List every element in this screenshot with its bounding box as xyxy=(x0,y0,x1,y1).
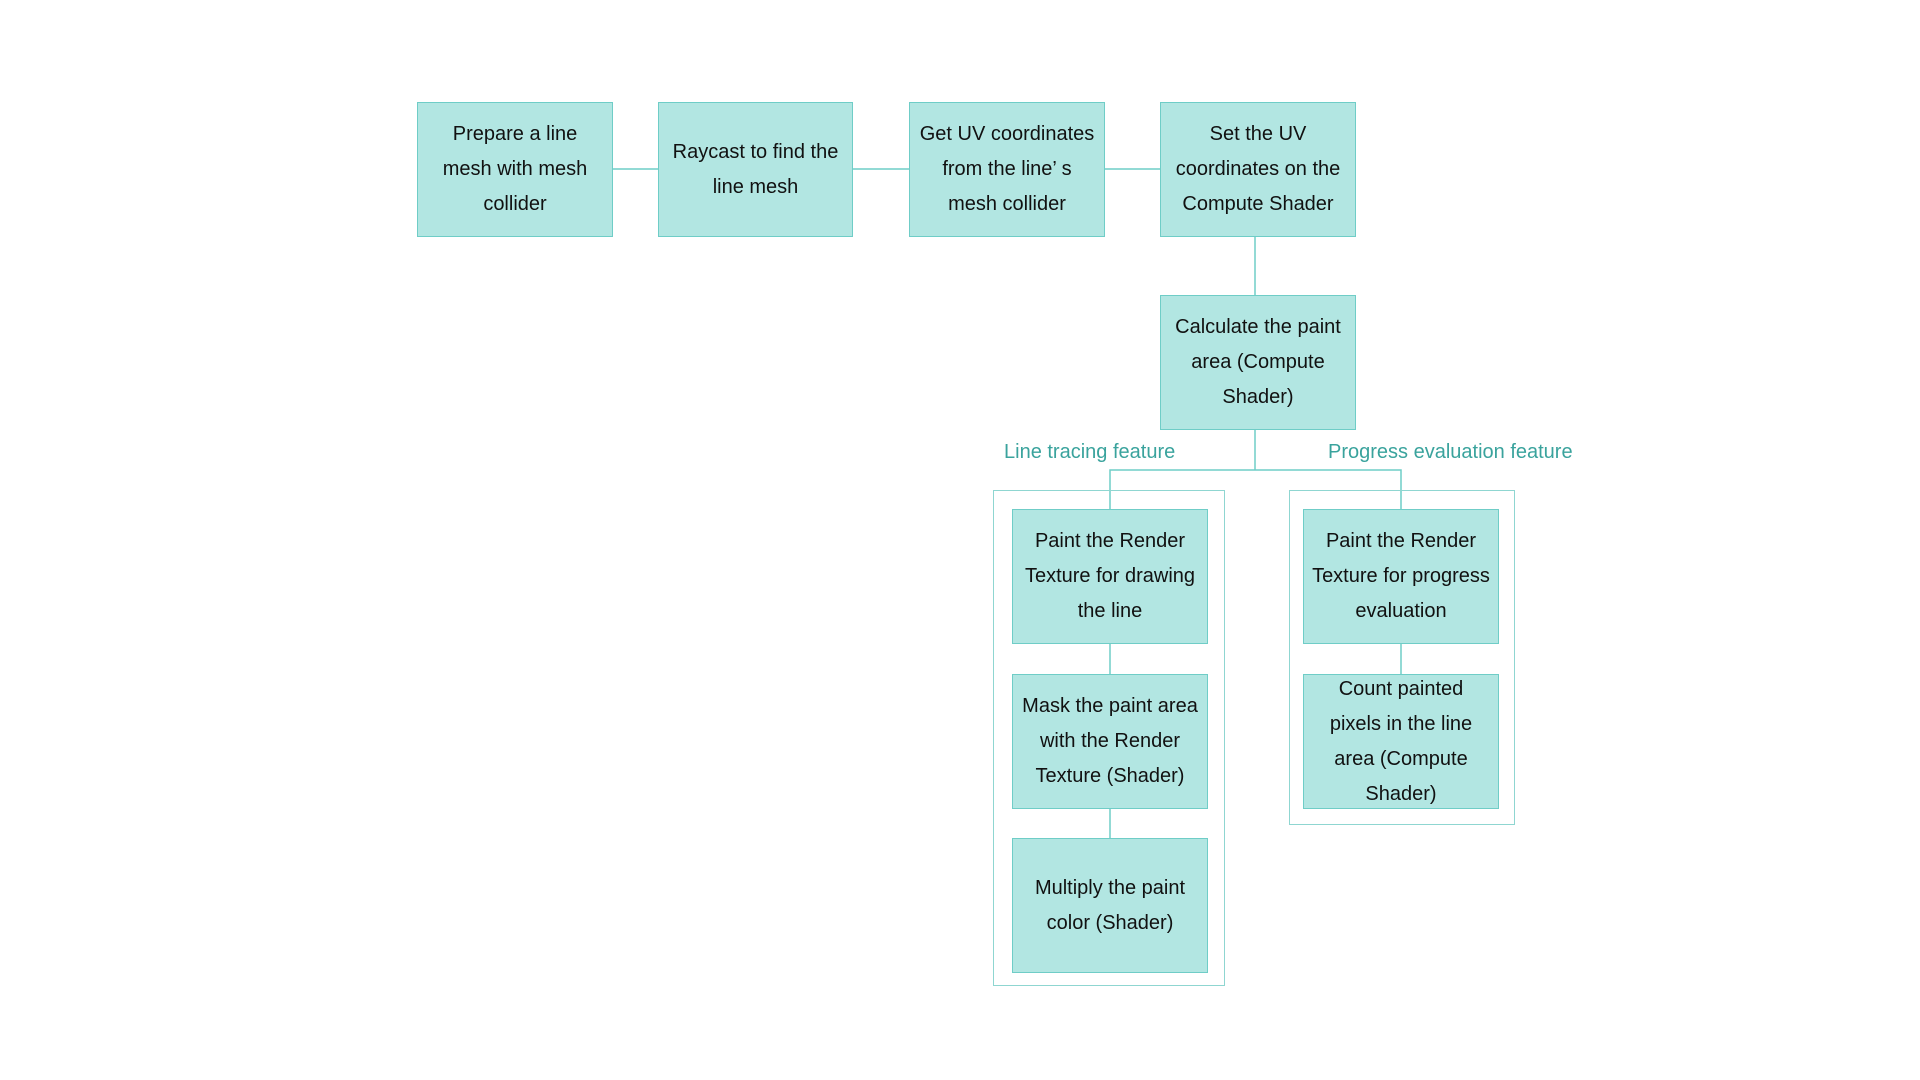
node-calculate-paint-area-text: Calculate the paint area (Compute Shader… xyxy=(1175,316,1341,408)
node-multiply-paint-color: Multiply the paint color (Shader) xyxy=(1012,838,1208,973)
node-raycast: Raycast to find the line mesh xyxy=(658,102,853,237)
line-tracing-group xyxy=(993,490,1225,986)
node-mask-paint-area-text: Mask the paint area with the Render Text… xyxy=(1022,695,1198,787)
line-tracing-label: Line tracing feature xyxy=(1004,441,1176,463)
node-mask-paint-area: Mask the paint area with the Render Text… xyxy=(1012,674,1208,809)
node-count-painted-pixels-text: Count painted pixels in the line area (C… xyxy=(1329,677,1473,805)
node-set-uv: Set the UV coordinates on the Compute Sh… xyxy=(1160,102,1356,237)
progress-evaluation-label: Progress evaluation feature xyxy=(1328,441,1573,463)
node-calculate-paint-area: Calculate the paint area (Compute Shader… xyxy=(1160,295,1356,430)
node-raycast-text: Raycast to find the line mesh xyxy=(672,140,839,198)
node-paint-render-texture-progress-text: Paint the Render Texture for progress ev… xyxy=(1312,530,1490,622)
progress-evaluation-group xyxy=(1289,490,1515,825)
node-set-uv-text: Set the UV coordinates on the Compute Sh… xyxy=(1175,123,1341,215)
node-paint-render-texture-line: Paint the Render Texture for drawing the… xyxy=(1012,509,1208,644)
node-paint-render-texture-line-text: Paint the Render Texture for drawing the… xyxy=(1024,530,1196,622)
node-count-painted-pixels: Count painted pixels in the line area (C… xyxy=(1303,674,1499,809)
node-multiply-paint-color-text: Multiply the paint color (Shader) xyxy=(1034,876,1186,934)
connector-branch-left xyxy=(1109,469,1255,509)
connector-branch-right xyxy=(1255,469,1402,509)
node-paint-render-texture-progress: Paint the Render Texture for progress ev… xyxy=(1303,509,1499,644)
node-prepare-line-mesh-text: Prepare a line mesh with mesh collider xyxy=(442,123,588,215)
node-get-uv-text: Get UV coordinates from the line’ s mesh… xyxy=(919,123,1095,215)
node-prepare-line-mesh: Prepare a line mesh with mesh collider xyxy=(417,102,613,237)
node-get-uv: Get UV coordinates from the line’ s mesh… xyxy=(909,102,1105,237)
